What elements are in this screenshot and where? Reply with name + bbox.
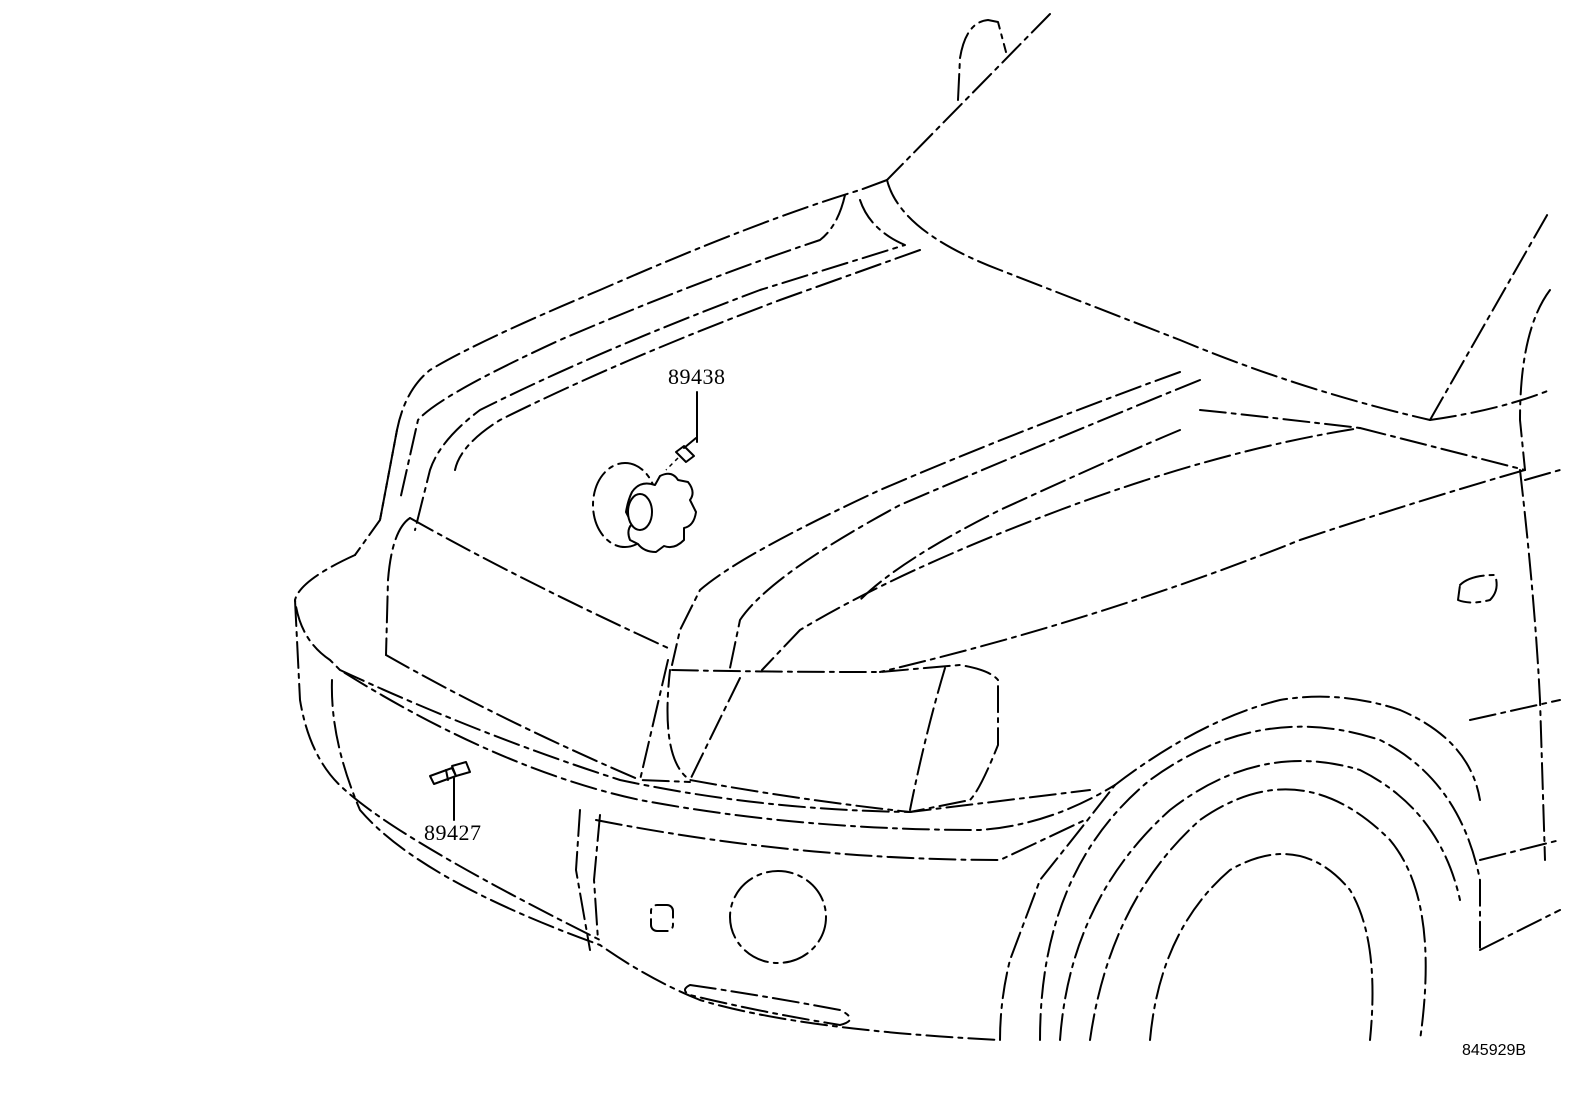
grille-left — [385, 517, 411, 656]
windshield-edge — [886, 179, 1431, 421]
hood-crease-right — [671, 371, 1181, 666]
bumper-face — [294, 599, 601, 941]
fender-flare — [1114, 695, 1481, 801]
hood-panel-edge2 — [859, 429, 1181, 601]
bolt-89438 — [665, 437, 697, 471]
sensor-89427 — [429, 761, 471, 785]
door-line-top — [1429, 389, 1551, 421]
part-label-89427[interactable]: 89427 — [424, 820, 482, 845]
hood-front-left — [354, 429, 398, 556]
hood-crease-left — [399, 194, 846, 501]
bumper-side2 — [593, 814, 601, 941]
bumper-lower — [330, 679, 1001, 1041]
fender-side — [879, 469, 1526, 673]
headlamp-outline — [666, 664, 999, 813]
wheel-arch-outer — [1039, 725, 1481, 1041]
tire-inner — [1149, 853, 1374, 1041]
hood-panel-edge — [761, 409, 1361, 671]
illustration-code: 845929B — [1462, 1042, 1527, 1059]
hood-inner-left2 — [454, 249, 921, 471]
wheel-arch-inner — [1059, 760, 1461, 1041]
part-label-89438[interactable]: 89438 — [668, 364, 726, 389]
fender-line — [1359, 427, 1526, 471]
bumper-marker — [650, 904, 674, 932]
bumper-upper — [339, 669, 1091, 813]
hood-inner-left — [414, 199, 906, 531]
door-crease2 — [1479, 839, 1561, 861]
headlamp-right — [909, 667, 946, 811]
horn-assembly — [592, 462, 697, 553]
bumper-top — [294, 554, 1116, 831]
hood-left-edge — [379, 179, 888, 521]
a-pillar-right — [1429, 209, 1551, 421]
door-crease — [1469, 699, 1561, 721]
bumper-front-edge — [595, 819, 1086, 861]
grille-bottom — [385, 654, 641, 781]
mirror-outline — [957, 19, 1007, 101]
headlamp-left — [639, 659, 691, 783]
side-marker — [1457, 574, 1498, 604]
grille-top — [409, 517, 669, 649]
bumper-slot — [684, 984, 851, 1026]
bumper-side — [575, 809, 591, 951]
bumper-corner — [999, 784, 1116, 1041]
fender-body — [1524, 469, 1561, 481]
windshield-pillar — [886, 13, 1051, 181]
door-edge — [1519, 469, 1546, 861]
tire-outer — [1089, 788, 1427, 1041]
hood-crease-right2 — [729, 379, 1201, 669]
body-rocker — [1479, 909, 1561, 951]
fender-top — [1519, 289, 1551, 471]
headlamp-inner — [689, 677, 741, 781]
fog-lamp — [729, 870, 827, 964]
